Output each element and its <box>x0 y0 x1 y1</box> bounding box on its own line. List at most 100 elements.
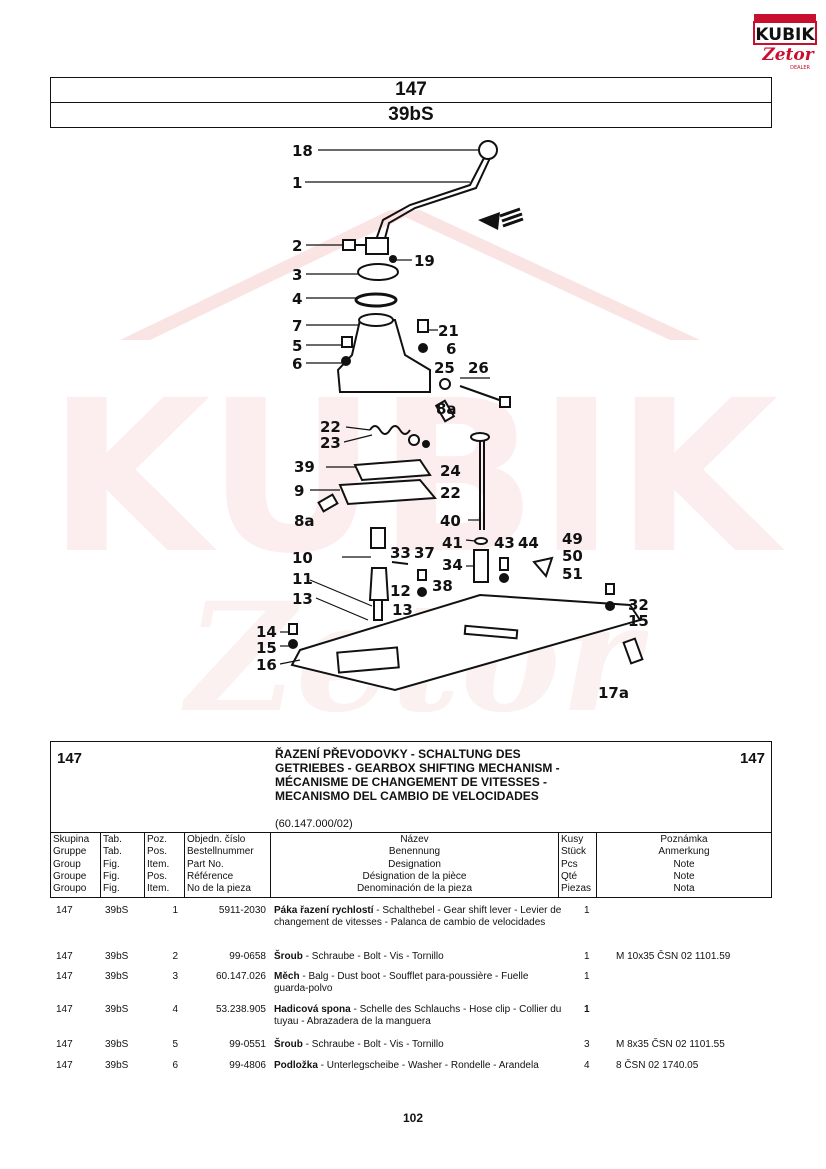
gear-shift-lever <box>365 140 498 255</box>
diagram-label: 6 <box>292 355 302 373</box>
leader-lines <box>279 149 490 665</box>
part-name: Šroub - Schraube - Bolt - Vis - Tornillo <box>274 951 564 963</box>
base-plate-16 <box>290 593 642 692</box>
part-name-translations: - Unterlegscheibe - Washer - Rondelle - … <box>317 1060 539 1071</box>
part-name-translations: - Schalthebel - Gear shift lever - Levie… <box>274 905 562 928</box>
col-qty-cz: Kusy <box>561 834 584 845</box>
col-position-es: Item. <box>147 883 170 895</box>
diagram-label: 11 <box>292 570 313 588</box>
hose-clip-4 <box>354 292 398 308</box>
diagram-label: 39 <box>294 458 315 476</box>
part-name: Páka řazení rychlostí - Schalthebel - Ge… <box>274 905 564 928</box>
part-qty: 1 <box>584 971 590 982</box>
diagram-label: 13 <box>292 590 313 608</box>
part-name-cz: Měch <box>274 971 300 982</box>
col-note: Poznámka Anmerkung Note Note Nota <box>597 833 771 897</box>
part-qty: 3 <box>584 1039 590 1050</box>
col-group-es: Groupo <box>53 883 87 895</box>
diagram-label: 38 <box>432 577 453 595</box>
column-headers: Skupina Gruppe Group Groupe Groupo Tab. … <box>51 832 771 897</box>
table-number: 39bS <box>51 102 771 127</box>
small-parts <box>391 537 554 597</box>
part-name-translations: - Schraube - Bolt - Vis - Tornillo <box>302 1039 444 1050</box>
col-table-fr: Fig. <box>103 870 120 882</box>
part-number: 5911-2030 <box>218 905 266 916</box>
part-position: 2 <box>172 951 178 962</box>
part-qty: 1 <box>584 1004 590 1015</box>
col-part-no-cz: Objedn. číslo <box>187 834 246 845</box>
group-code: (60.147.000/02) <box>275 818 353 830</box>
group-number-left: 147 <box>57 750 83 767</box>
col-group-de: Gruppe <box>53 846 87 858</box>
part-table: 39bS <box>105 905 129 916</box>
header-box: 147 39bS <box>50 77 772 128</box>
shift-housing-7 <box>336 313 431 393</box>
col-name: Název Benennung Designation Désignation … <box>271 833 559 897</box>
part-name-cz: Šroub <box>274 1039 303 1050</box>
part-name-cz: Šroub <box>274 951 303 962</box>
col-table-en: Fig. <box>103 858 120 870</box>
group-title: ŘAZENÍ PŘEVODOVKY - SCHALTUNG DES GETRIE… <box>275 747 560 803</box>
diagram-label: 15 <box>628 612 649 630</box>
col-table-de: Tab. <box>103 846 122 858</box>
part-name-cz: Hadicová spona <box>274 1004 351 1015</box>
part-note: M 10x35 ČSN 02 1101.59 <box>616 951 731 962</box>
col-position: Poz. Pos. Item. Pos. Item. <box>145 833 185 897</box>
kubik-watermark: KUBIK Zetor <box>48 210 786 730</box>
diagram-label: 32 <box>628 596 649 614</box>
part-name: Hadicová spona - Schelle des Schlauchs -… <box>274 1004 564 1027</box>
col-qty-es: Piezas <box>561 883 592 895</box>
diagram-label: 33 <box>390 544 411 562</box>
diagram-label: 12 <box>390 582 411 600</box>
col-qty-en: Pcs <box>561 858 578 870</box>
diagram-label: 23 <box>320 434 341 452</box>
part-qty: 4 <box>584 1060 590 1071</box>
diagram-label: 4 <box>292 290 302 308</box>
col-group-en: Group <box>53 858 81 870</box>
col-note-fr: Note <box>673 870 695 882</box>
part-position: 6 <box>172 1060 178 1071</box>
part-name-cz: Podložka <box>274 1060 318 1071</box>
part-note: M 8x35 ČSN 02 1101.55 <box>616 1039 725 1050</box>
part-number: 99-4806 <box>229 1060 266 1071</box>
diagram-label: 44 <box>518 534 539 552</box>
part-table: 39bS <box>105 951 129 962</box>
kubik-zetor-logo: KUBIK Zetor DEALER <box>753 14 817 71</box>
diagram-label: 40 <box>440 512 461 530</box>
diagram-label: 16 <box>256 656 277 674</box>
diagram-label: 34 <box>442 556 463 574</box>
col-name-de: Benennung <box>388 846 441 858</box>
diagram-label: 24 <box>440 462 461 480</box>
col-note-de: Anmerkung <box>658 846 710 858</box>
part-number: 60.147.026 <box>215 971 266 982</box>
diagram-label: 43 <box>494 534 515 552</box>
col-table-es: Fig. <box>103 883 120 895</box>
col-qty-de: Stück <box>561 846 587 858</box>
plate-9 <box>338 478 438 506</box>
col-note-en: Note <box>673 858 695 870</box>
diagram-label: 8a <box>436 400 457 418</box>
group-description-box: 147 147 ŘAZENÍ PŘEVODOVKY - SCHALTUNG DE… <box>50 741 772 898</box>
part-group: 147 <box>56 1004 73 1015</box>
diagram-label: 1 <box>292 174 302 192</box>
rod-40 <box>470 432 490 530</box>
exploded-parts-diagram: KUBIK Zetor <box>48 140 786 730</box>
dust-boot-3 <box>357 263 399 281</box>
part-position: 5 <box>172 1039 178 1050</box>
diagram-label: 14 <box>256 623 277 641</box>
diagram-label: 8a <box>294 512 315 530</box>
diagram-label: 37 <box>414 544 435 562</box>
svg-text:KUBIK: KUBIK <box>48 355 786 600</box>
col-part-no-en: Part No. <box>187 858 224 870</box>
col-qty: Kusy Stück Pcs Qté Piezas <box>559 833 597 897</box>
diagram-label: 9 <box>294 482 304 500</box>
part-name-translations: - Schraube - Bolt - Vis - Tornillo <box>302 951 444 962</box>
col-part-no-es: No de la pieza <box>187 883 251 895</box>
part-qty: 1 <box>584 905 590 916</box>
diagram-label: 5 <box>292 337 302 355</box>
part-group: 147 <box>56 1060 73 1071</box>
part-group: 147 <box>56 905 73 916</box>
part-position: 1 <box>172 905 178 916</box>
diagram-label: 7 <box>292 317 302 335</box>
col-name-es: Denominación de la pieza <box>356 883 473 895</box>
